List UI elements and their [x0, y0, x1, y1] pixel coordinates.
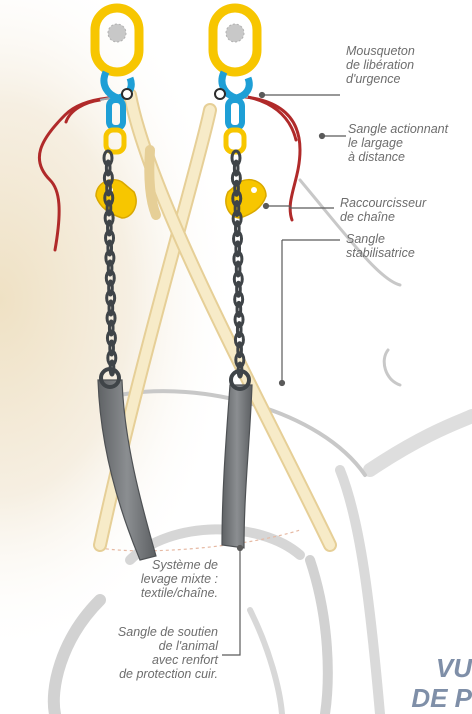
right-hook-eye [215, 89, 225, 99]
label-lifting-system: Système de levage mixte : textile/chaîne… [90, 558, 218, 600]
label-remote-release-strap: Sangle actionnant le largage à distance [348, 122, 448, 164]
page-title-line2: DE P [411, 684, 472, 712]
left-hook-eye [122, 89, 132, 99]
label-quick-release-hook: Mousqueton de libération d'urgence [346, 44, 415, 86]
label-stabilizing-strap: Sangle stabilisatrice [346, 232, 415, 260]
left-ring-pin [108, 24, 126, 42]
page-title-line1: VU [436, 654, 472, 682]
right-shortener-pin [251, 187, 257, 193]
label-support-strap: Sangle de soutien de l'animal avec renfo… [78, 625, 218, 681]
label-chain-shortener: Raccourcisseur de chaîne [340, 196, 426, 224]
right-ring-pin [226, 24, 244, 42]
